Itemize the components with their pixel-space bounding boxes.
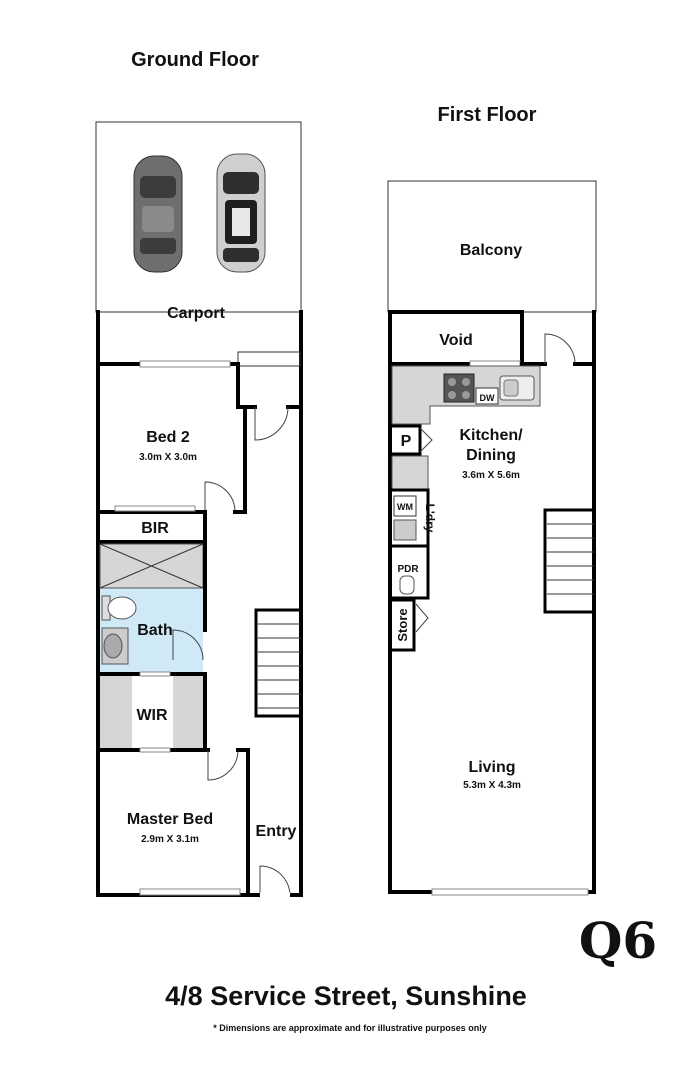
- wir-label: WIR: [136, 707, 168, 724]
- dishwasher: [475, 387, 499, 405]
- carport-outline: [95, 121, 302, 313]
- stairs: [254, 608, 303, 718]
- ground-floor-title: Ground Floor: [131, 49, 259, 71]
- laundry-label: L'dry: [423, 504, 437, 533]
- powder-room: [388, 544, 430, 600]
- sink-icon: [499, 375, 535, 401]
- door: [544, 333, 576, 365]
- bir-label: BIR: [141, 520, 169, 537]
- bed2-label: Bed 2: [146, 429, 190, 446]
- entry-label: Entry: [256, 823, 297, 840]
- door: [207, 749, 239, 781]
- car-icon: [216, 153, 266, 273]
- basin-icon: [101, 627, 129, 665]
- carport-label: Carport: [167, 305, 225, 322]
- first-floor-title: First Floor: [438, 104, 537, 126]
- window: [139, 360, 231, 368]
- toilet-icon: [101, 595, 137, 621]
- pantry: [388, 424, 422, 456]
- store: [388, 598, 416, 652]
- wm-label: WM: [397, 502, 413, 512]
- store-label: Store: [395, 608, 410, 641]
- pdr-label: PDR: [397, 564, 419, 575]
- door: [259, 865, 291, 896]
- living-dimensions: 5.3m X 4.3m: [463, 780, 521, 791]
- dw-label: DW: [480, 393, 495, 403]
- master-bed-label: Master Bed: [127, 811, 213, 828]
- door: [204, 481, 236, 513]
- void-label: Void: [439, 332, 472, 349]
- living-label: Living: [468, 759, 515, 776]
- master-bed-dimensions: 2.9m X 3.1m: [141, 834, 199, 845]
- washing-machine: [393, 495, 417, 517]
- brand-logo: Q6: [579, 911, 657, 970]
- balcony-label: Balcony: [460, 242, 522, 259]
- kitchen-label-1: Kitchen/: [459, 427, 523, 444]
- disclaimer: * Dimensions are approximate and for ill…: [213, 1023, 487, 1033]
- bed2-dimensions: 3.0m X 3.0m: [139, 452, 197, 463]
- kitchen-dimensions: 3.6m X 5.6m: [462, 470, 520, 481]
- fridge: [391, 455, 429, 491]
- toilet-icon: [399, 575, 415, 595]
- address-title: 4/8 Service Street, Sunshine: [165, 981, 527, 1011]
- door: [254, 406, 289, 441]
- tub: [393, 519, 417, 541]
- void: [388, 310, 524, 366]
- pantry-label: P: [401, 433, 412, 450]
- stairs: [543, 508, 596, 614]
- car-icon: [133, 155, 183, 273]
- cooktop-icon: [443, 373, 475, 403]
- kitchen-label-2: Dining: [466, 447, 516, 464]
- door: [172, 629, 204, 661]
- bath-label: Bath: [137, 622, 173, 639]
